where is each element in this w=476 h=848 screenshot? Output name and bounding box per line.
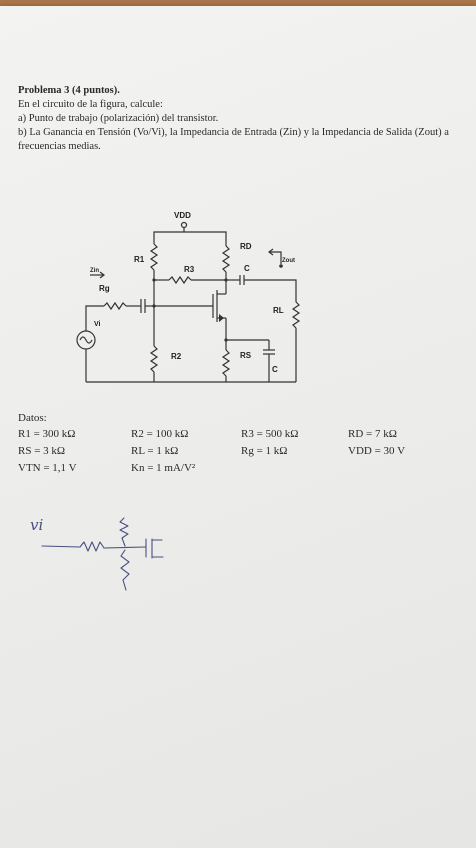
- sketch-resistor-h: [79, 541, 105, 552]
- datos-value: VDD = 30 V: [348, 445, 406, 457]
- zin-label: Zin: [90, 268, 99, 274]
- wire-vdd-rail: [153, 231, 227, 246]
- datos-value: R3 = 500 kΩ: [241, 428, 299, 440]
- r2-label: R2: [171, 352, 182, 361]
- rs-label: RS: [240, 351, 252, 360]
- r3-resistor: [168, 275, 192, 285]
- problem-statement: Problema 3 (4 puntos). En el circuito de…: [18, 84, 458, 154]
- handwritten-sketch: vi: [30, 516, 164, 591]
- r1-label: R1: [134, 255, 145, 264]
- zin-arrowhead: [99, 271, 105, 279]
- mosfet-source-arrow: [219, 314, 224, 322]
- datos-value: R1 = 300 kΩ: [18, 428, 76, 440]
- sketch-resistor-top: [119, 517, 129, 547]
- vdd-label: VDD: [174, 211, 191, 220]
- zout-arrow: [270, 251, 282, 264]
- datos-value: Kn = 1 mA/V²: [131, 462, 196, 474]
- datos-value: RD = 7 kΩ: [348, 428, 397, 440]
- datos-table: R1 = 300 kΩ R2 = 100 kΩ R3 = 500 kΩ RD = 7 …: [18, 427, 458, 476]
- sketch-vi-label: vi: [30, 516, 43, 534]
- wire-vi-rg: [85, 305, 104, 331]
- sketch-wire-mid: [103, 546, 147, 549]
- circuit-diagram: VDD R1 R3 RD C Zout RL Zin Rg Vi R2 RS C: [76, 211, 301, 383]
- zout-node: [279, 264, 283, 268]
- datos-value: RS = 3 kΩ: [18, 445, 66, 457]
- datos-value: VTN = 1,1 V: [18, 462, 77, 474]
- vi-label: Vi: [94, 321, 101, 328]
- sketch-resistor-bottom: [120, 549, 130, 591]
- rl-resistor: [291, 301, 301, 329]
- problem-part-b: b) La Ganancia en Tensión (Vo/Vi), la Im…: [18, 127, 449, 152]
- r3-label: R3: [184, 265, 195, 274]
- datos-title: Datos:: [18, 412, 47, 424]
- table-edge: [0, 0, 476, 10]
- junction-drain: [224, 278, 228, 282]
- problem-title: Problema 3 (4 puntos).: [18, 85, 120, 96]
- vi-source-wave: [79, 336, 93, 344]
- rg-label: Rg: [99, 284, 110, 293]
- datos-value: [241, 461, 348, 476]
- paper-sheet: [0, 6, 476, 848]
- r2-resistor: [149, 345, 159, 373]
- wire-c-rl: [244, 279, 297, 302]
- rg-resistor: [103, 301, 127, 311]
- rd-label: RD: [240, 242, 252, 251]
- datos-value: [348, 461, 458, 476]
- problem-intro: En el circuito de la figura, calcule:: [18, 99, 163, 110]
- junction-r3: [152, 278, 156, 282]
- c-source-label: C: [272, 365, 278, 374]
- problem-part-a: a) Punto de trabajo (polarización) del t…: [18, 113, 219, 124]
- rd-resistor: [221, 245, 231, 273]
- datos-value: RL = 1 kΩ: [131, 445, 179, 457]
- r1-resistor: [149, 243, 159, 271]
- zout-label: Zout: [282, 258, 295, 264]
- junction-source: [224, 338, 228, 342]
- rs-resistor: [221, 349, 231, 377]
- rl-label: RL: [273, 306, 284, 315]
- datos-value: Rg = 1 kΩ: [241, 445, 288, 457]
- zout-arrowhead: [268, 248, 274, 256]
- junction-gate: [152, 304, 156, 308]
- vdd-terminal: [180, 221, 188, 229]
- c-out-label: C: [244, 264, 250, 273]
- sketch-wire-left: [41, 545, 81, 548]
- datos-value: R2 = 100 kΩ: [131, 428, 189, 440]
